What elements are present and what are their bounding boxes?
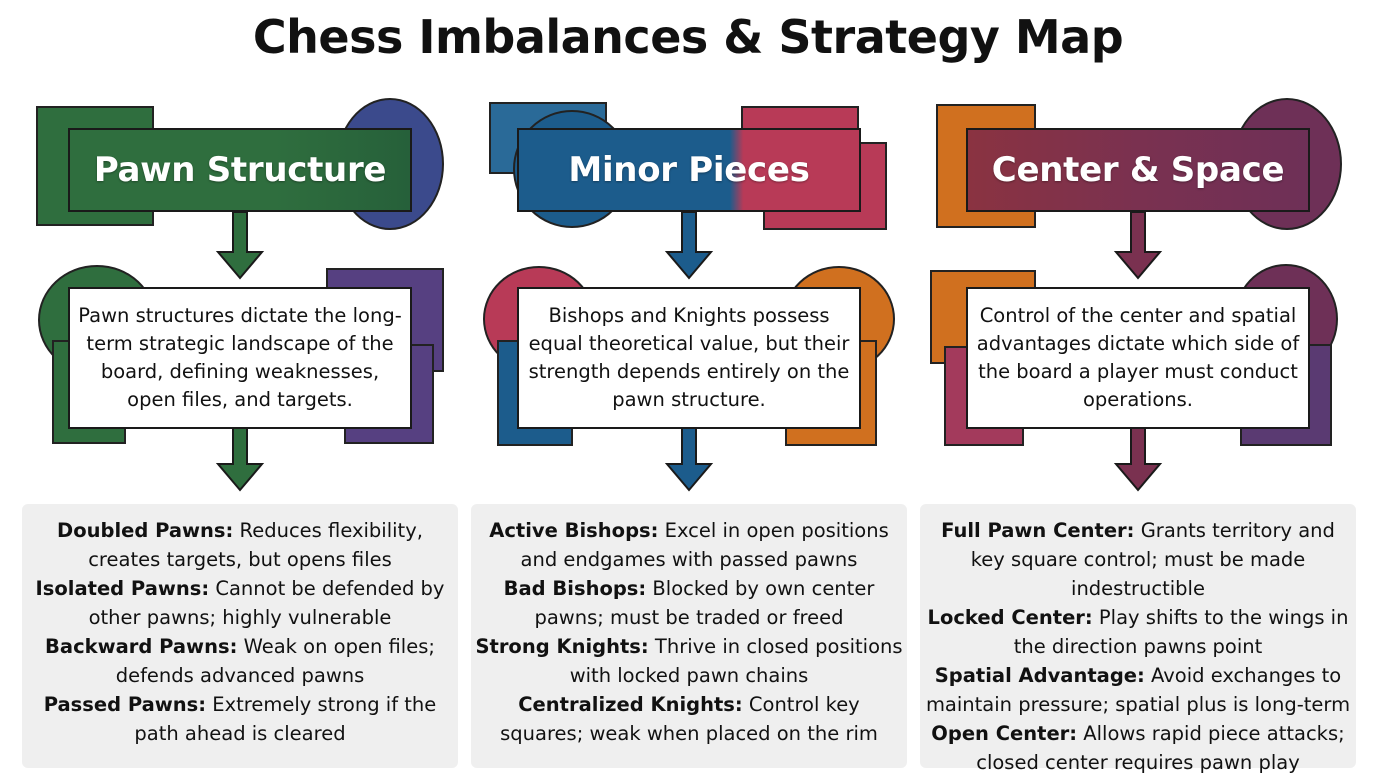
item-term: Active Bishops:	[489, 519, 659, 542]
item-text: Control key squares; weak when placed on…	[500, 693, 878, 745]
item-text: Reduces flexibility, creates targets, bu…	[88, 519, 423, 571]
description-text: Bishops and Knights possess equal theore…	[528, 304, 850, 411]
list-item: Open Center: Allows rapid piece attacks;…	[924, 719, 1352, 777]
item-text: Weak on open files; defends advanced paw…	[115, 635, 435, 687]
description-text: Pawn structures dictate the long-term st…	[78, 304, 402, 411]
list-item: Isolated Pawns: Cannot be defended by ot…	[26, 574, 454, 632]
details-panel: Doubled Pawns: Reduces flexibility, crea…	[22, 504, 458, 768]
item-term: Passed Pawns:	[43, 693, 207, 716]
header-title: Center & Space	[991, 150, 1285, 190]
header-pawn-structure: Pawn Structure	[68, 128, 412, 212]
header-title: Minor Pieces	[568, 150, 810, 190]
details-panel: Active Bishops: Excel in open positions …	[471, 504, 907, 768]
column-minor-pieces: Minor Pieces Bishops and Knights possess…	[463, 0, 913, 768]
item-term: Strong Knights:	[475, 635, 649, 658]
item-term: Backward Pawns:	[45, 635, 238, 658]
item-term: Spatial Advantage:	[934, 664, 1145, 687]
item-text: Extremely strong if the path ahead is cl…	[134, 693, 437, 745]
item-text: Thrive in closed positions with locked p…	[569, 635, 903, 687]
description-box: Control of the center and spatial advant…	[966, 287, 1310, 429]
list-item: Bad Bishops: Blocked by own center pawns…	[475, 574, 903, 632]
header-center-space: Center & Space	[966, 128, 1310, 212]
down-arrow-icon	[1113, 428, 1163, 492]
list-item: Full Pawn Center: Grants territory and k…	[924, 516, 1352, 603]
item-text: Excel in open positions and endgames wit…	[520, 519, 889, 571]
list-item: Locked Center: Play shifts to the wings …	[924, 603, 1352, 661]
down-arrow-icon	[664, 212, 714, 280]
column-center-space: Center & Space Control of the center and…	[912, 0, 1362, 774]
item-text: Play shifts to the wings in the directio…	[1013, 606, 1349, 658]
item-term: Full Pawn Center:	[941, 519, 1135, 542]
list-item: Strong Knights: Thrive in closed positio…	[475, 632, 903, 690]
item-term: Open Center:	[931, 722, 1078, 745]
item-text: Grants territory and key square control;…	[970, 519, 1335, 600]
list-item: Backward Pawns: Weak on open files; defe…	[26, 632, 454, 690]
list-item: Doubled Pawns: Reduces flexibility, crea…	[26, 516, 454, 574]
list-item: Centralized Knights: Control key squares…	[475, 690, 903, 748]
item-term: Doubled Pawns:	[57, 519, 234, 542]
down-arrow-icon	[1113, 212, 1163, 280]
page-title: Chess Imbalances & Strategy Map	[252, 10, 1124, 64]
details-panel: Full Pawn Center: Grants territory and k…	[920, 504, 1356, 774]
down-arrow-icon	[215, 428, 265, 492]
item-text: Blocked by own center pawns; must be tra…	[534, 577, 875, 629]
item-term: Centralized Knights:	[518, 693, 743, 716]
item-term: Bad Bishops:	[503, 577, 647, 600]
list-item: Passed Pawns: Extremely strong if the pa…	[26, 690, 454, 748]
item-text: Cannot be defended by other pawns; highl…	[88, 577, 445, 629]
description-box: Pawn structures dictate the long-term st…	[68, 287, 412, 429]
column-pawn-structure: Pawn Structure Pawn structures dictate t…	[14, 0, 464, 768]
description-box: Bishops and Knights possess equal theore…	[517, 287, 861, 429]
header-title: Pawn Structure	[93, 150, 387, 190]
down-arrow-icon	[664, 428, 714, 492]
down-arrow-icon	[215, 212, 265, 280]
item-text: Avoid exchanges to maintain pressure; sp…	[925, 664, 1351, 716]
description-text: Control of the center and spatial advant…	[976, 304, 1300, 411]
item-term: Isolated Pawns:	[35, 577, 210, 600]
list-item: Spatial Advantage: Avoid exchanges to ma…	[924, 661, 1352, 719]
header-minor-pieces: Minor Pieces	[517, 128, 861, 212]
list-item: Active Bishops: Excel in open positions …	[475, 516, 903, 574]
item-term: Locked Center:	[927, 606, 1093, 629]
